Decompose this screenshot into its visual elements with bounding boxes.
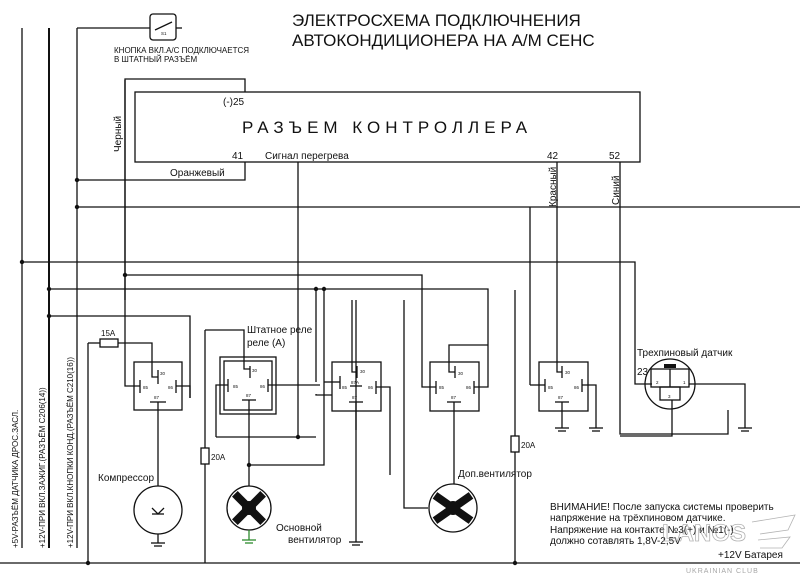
warning-line-2: напряжение на трёхпиновом датчике. bbox=[550, 513, 726, 524]
wire-blue-label: Синий bbox=[611, 175, 622, 205]
relay-compressor: 30 85 86 87 bbox=[124, 300, 191, 486]
relay5-pin-87: 87 bbox=[558, 395, 564, 400]
relay2-pin-86: 86 bbox=[260, 384, 266, 389]
relay5-pin-85: 85 bbox=[548, 385, 554, 390]
supply-label-12v-ignition: +12V-ПРИ ВКЛ.ЗАЖИГ.(РАЗЪЁМ С206(14)) bbox=[38, 387, 47, 548]
bus-wires bbox=[19, 162, 800, 437]
relay-a-title-2: реле (А) bbox=[247, 338, 285, 349]
lanos-club-watermark: LANOS UKRAINIAN CLUB bbox=[662, 514, 796, 575]
fuse-15a-label: 15A bbox=[101, 329, 116, 338]
title-line-1: ЭЛЕКТРОСХЕМА ПОДКЛЮЧНЕНИЯ bbox=[292, 11, 581, 30]
sensor-pin-2: 2 bbox=[656, 380, 659, 385]
pin-42-label: 42 bbox=[547, 151, 559, 162]
relay2-pin-85: 85 bbox=[233, 384, 239, 389]
switch-caption-1: КНОПКА ВКЛ.А/С ПОДКЛЮЧАЕТСЯ bbox=[114, 46, 249, 55]
title-line-2: АВТОКОНДИЦИОНЕРА НА А/М СЕНС bbox=[292, 31, 595, 50]
relay-aux-fan: 30 85 86 87 bbox=[421, 330, 489, 475]
relay1-pin-87: 87 bbox=[154, 395, 160, 400]
controller-name: РАЗЪЕМ КОНТРОЛЛЕРА bbox=[242, 118, 532, 137]
controller-connector: РАЗЪЕМ КОНТРОЛЛЕРА (-)25 41 Сигнал перег… bbox=[124, 78, 641, 300]
relay-87a: 30 85 87A 86 87 bbox=[315, 300, 391, 475]
supply-label-12v-ac-button: +12V-ПРИ ВКЛ.КНОПКИ КОНД.(РАЗЪЁМ С210(16… bbox=[66, 357, 75, 548]
aux-fan bbox=[403, 300, 478, 533]
fuse-20a-aux: 20A bbox=[510, 290, 536, 563]
sensor-label: Трехпиновый датчик bbox=[637, 348, 733, 359]
fuse-20a-main: 20A bbox=[200, 330, 226, 563]
sensor-pin-23: 23 bbox=[637, 367, 649, 378]
relay3-pin-86: 86 bbox=[368, 385, 374, 390]
relay4-pin-87: 87 bbox=[451, 395, 457, 400]
relay1-pin-30: 30 bbox=[160, 371, 166, 376]
wire-red-label: Красный bbox=[548, 167, 559, 207]
relay-sensor: 30 85 86 87 bbox=[530, 360, 603, 432]
fuse-15a: 15A bbox=[88, 329, 153, 369]
relay-standard-a: 30 85 86 87 bbox=[205, 329, 325, 486]
warning-line-4: должно сотавлять 1,8V-2,5V bbox=[550, 536, 681, 547]
pin-52-label: 52 bbox=[609, 151, 621, 162]
switch-caption-2: В ШТАТНЫЙ РАЗЪЁМ bbox=[114, 55, 197, 64]
relay2-pin-87: 87 bbox=[246, 393, 252, 398]
main-fan-label-1: Основной bbox=[276, 523, 322, 534]
relay-a-title-1: Штатное реле bbox=[247, 325, 313, 336]
pin-41-label: 41 bbox=[232, 151, 244, 162]
relay4-pin-86: 86 bbox=[466, 385, 472, 390]
battery-bus bbox=[0, 343, 800, 566]
relay3-pin-30: 30 bbox=[360, 369, 366, 374]
three-pin-sensor: 2 1 3 bbox=[620, 330, 752, 437]
pin-25-label: (-)25 bbox=[223, 97, 245, 108]
relay1-pin-86: 86 bbox=[168, 385, 174, 390]
fuse-20a-main-label: 20A bbox=[211, 453, 226, 462]
wire-black-label: Черный bbox=[113, 116, 124, 152]
warning-line-1: ВНИМАНИЕ! После запуска системы проверит… bbox=[550, 502, 774, 513]
sensor-pin-3: 3 bbox=[668, 394, 671, 399]
switch-label: S1 bbox=[161, 31, 167, 36]
aux-fan-label: Доп.вентилятор bbox=[458, 469, 532, 480]
compressor bbox=[133, 485, 183, 547]
sensor-pin-1: 1 bbox=[683, 380, 686, 385]
relay1-pin-85: 85 bbox=[143, 385, 149, 390]
relay3-pin-87: 87 bbox=[352, 395, 358, 400]
relay2-pin-30: 30 bbox=[252, 368, 258, 373]
supply-label-5v: +5V-РАЗЪЁМ ДАТЧИКА ДРОС.ЗАСЛ. bbox=[11, 410, 20, 548]
relay3-pin-87a: 87A bbox=[351, 380, 359, 385]
relay4-pin-30: 30 bbox=[458, 371, 464, 376]
relay5-pin-86: 86 bbox=[574, 385, 580, 390]
relay3-pin-85: 85 bbox=[342, 385, 348, 390]
warning-line-3: Напряжение на контакте №3(+) и №1(-) bbox=[550, 525, 734, 536]
main-fan-label-2: вентилятор bbox=[288, 535, 342, 546]
watermark-sub: UKRAINIAN CLUB bbox=[686, 568, 759, 575]
signal-overheat-label: Сигнал перегрева bbox=[265, 151, 349, 162]
wire-orange-label: Оранжевый bbox=[170, 168, 225, 179]
relay4-pin-85: 85 bbox=[439, 385, 445, 390]
ac-switch-s1: S1 bbox=[77, 13, 182, 41]
watermark-brand: LANOS bbox=[662, 520, 746, 547]
compressor-label: Компрессор bbox=[98, 473, 154, 484]
fuse-20a-aux-label: 20A bbox=[521, 441, 536, 450]
main-fan bbox=[226, 485, 272, 544]
battery-label: +12V Батарея bbox=[718, 550, 783, 561]
relay5-pin-30: 30 bbox=[565, 370, 571, 375]
